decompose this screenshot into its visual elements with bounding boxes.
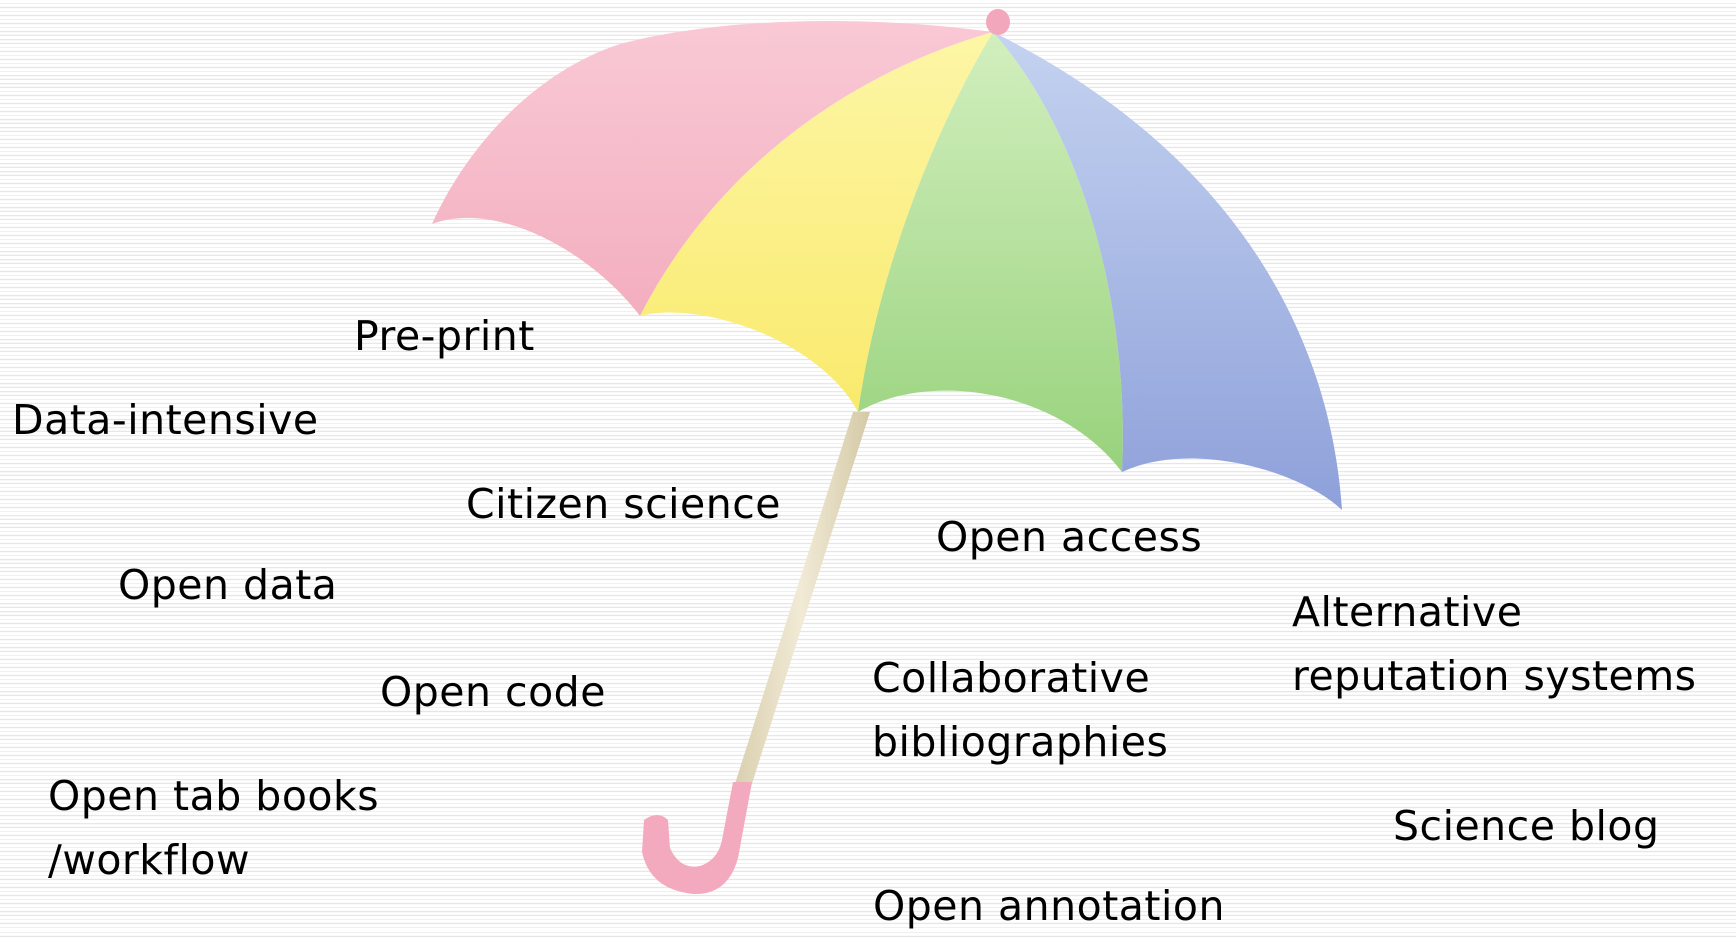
- label-citizen-science: Citizen science: [466, 472, 781, 536]
- label-open-data-text: Open data: [118, 561, 338, 609]
- label-collaborative-line1: Collaborative: [872, 654, 1151, 702]
- label-alternative-reputation-systems: Alternative reputation systems: [1292, 580, 1697, 708]
- label-open-access: Open access: [936, 505, 1202, 569]
- label-data-intensive-text: Data-intensive: [12, 396, 319, 444]
- label-citizen-science-text: Citizen science: [466, 480, 782, 528]
- label-open-data: Open data: [118, 553, 337, 617]
- label-open-annotation-text: Open annotation: [873, 882, 1225, 930]
- umbrella-canopy: [432, 9, 1342, 510]
- label-collaborative-bibliographies: Collaborative bibliographies: [872, 646, 1168, 774]
- label-open-code-text: Open code: [380, 668, 606, 716]
- label-open-annotation: Open annotation: [873, 874, 1225, 938]
- label-science-blog: Science blog: [1393, 794, 1660, 858]
- label-alternative-line1: Alternative: [1292, 588, 1523, 636]
- label-open-tab-books: Open tab books /workflow: [48, 764, 379, 892]
- umbrella-handle: [642, 412, 870, 895]
- label-open-tab-books-line2: /workflow: [48, 836, 250, 884]
- label-collaborative-line2: bibliographies: [872, 718, 1169, 766]
- label-science-blog-text: Science blog: [1393, 802, 1660, 850]
- label-alternative-line2: reputation systems: [1292, 652, 1697, 700]
- label-open-access-text: Open access: [936, 513, 1203, 561]
- label-data-intensive: Data-intensive: [12, 388, 319, 452]
- label-open-tab-books-line1: Open tab books: [48, 772, 380, 820]
- label-preprint: Pre-print: [354, 304, 535, 368]
- label-preprint-text: Pre-print: [354, 312, 535, 360]
- label-open-code: Open code: [380, 660, 606, 724]
